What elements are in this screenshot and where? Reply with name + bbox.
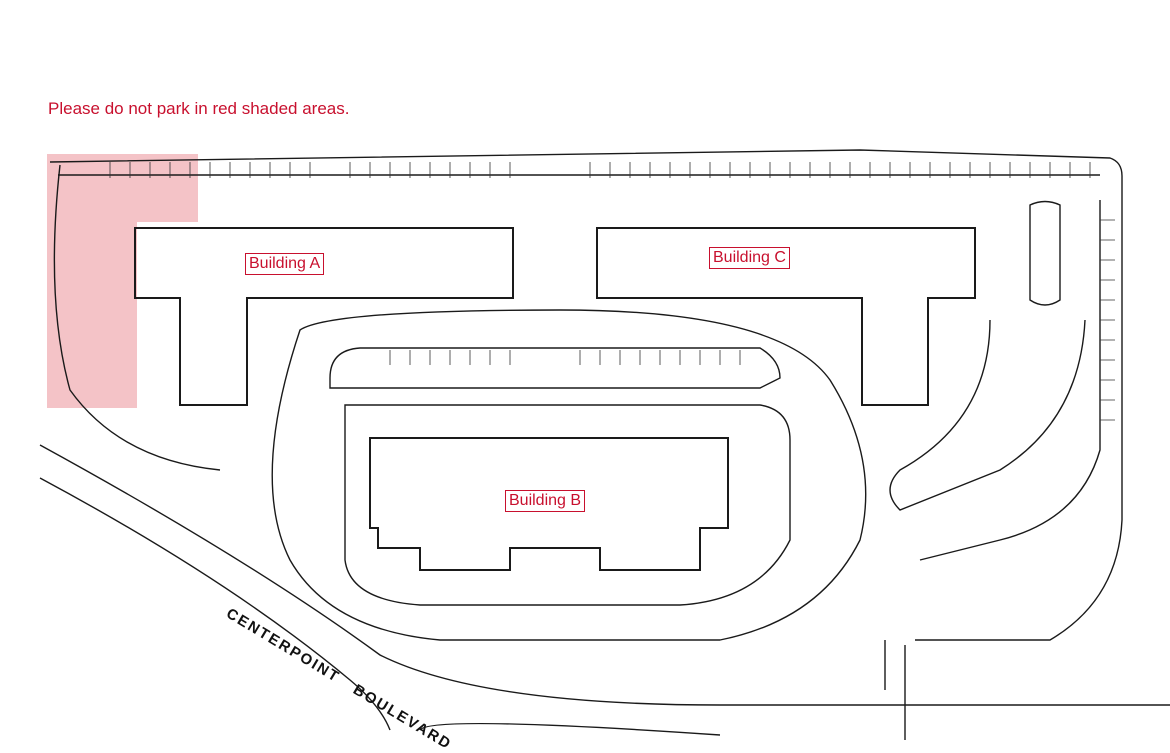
east-lot-curve [919, 200, 1101, 561]
west-lot-curve [53, 164, 221, 471]
building-a-label: Building A [245, 253, 325, 275]
boulevard-south-edge [39, 477, 391, 731]
no-parking-zone [47, 154, 198, 408]
ring-road-inner [344, 404, 791, 606]
building-c-label: Building C [709, 247, 790, 269]
boulevard-lower-edge [419, 722, 721, 736]
east-lot-inner [1029, 200, 1061, 306]
center-stalls [389, 350, 741, 365]
center-island [329, 347, 781, 389]
east-drive [889, 319, 1086, 511]
building-b-label: Building B [505, 490, 586, 512]
boulevard-north-edge [39, 444, 1170, 706]
site-boundary [49, 149, 1123, 641]
north-stalls [109, 162, 1091, 178]
east-stalls [1100, 219, 1115, 421]
building-c-outline [596, 227, 976, 406]
building-a-outline [134, 227, 514, 406]
ring-road-outer [271, 309, 867, 641]
no-parking-notice: Please do not park in red shaded areas. [48, 99, 350, 118]
building-b-outline [369, 437, 729, 571]
